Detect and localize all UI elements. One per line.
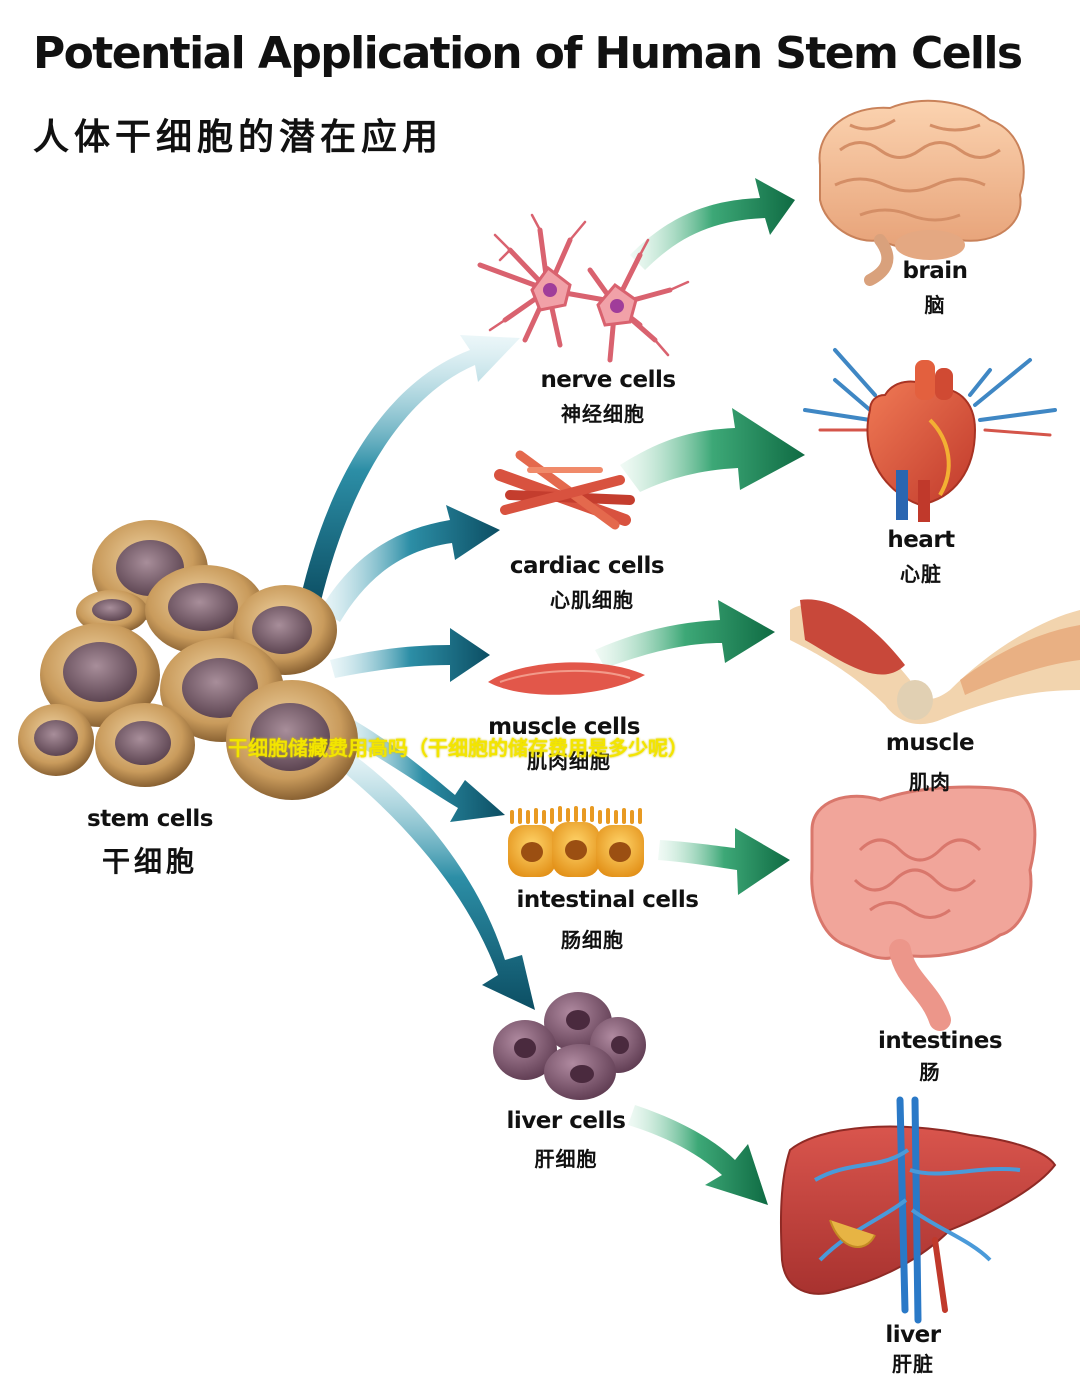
- heart-label: heart: [887, 527, 955, 553]
- nerve-cells-label: nerve cells: [540, 367, 676, 393]
- arrow-liver-to-liver: [628, 1105, 768, 1205]
- brain-label-zh: 脑: [924, 293, 946, 317]
- page-subtitle-chinese: 人体干细胞的潜在应用: [33, 117, 444, 158]
- heart-illustration: [803, 348, 1057, 522]
- stem-cells-label-zh: 干细胞: [101, 845, 198, 878]
- overlay-caption: 干细胞储藏费用高吗（干细胞的储存费用是多少呢）: [228, 736, 688, 760]
- liver-cells-label: liver cells: [506, 1108, 626, 1134]
- arrow-stem-to-cardiac: [320, 505, 500, 622]
- liver-cells-illustration: [493, 992, 646, 1100]
- intestinal-cells-illustration: [508, 806, 644, 877]
- muscle-label: muscle: [885, 730, 975, 756]
- muscle-cells-label-zh: 肌肉细胞: [527, 749, 611, 773]
- liver-cells-label-zh: 肝细胞: [534, 1147, 598, 1171]
- muscle-illustration: [790, 599, 1080, 725]
- arrow-nerve-to-brain: [630, 178, 795, 270]
- cardiac-cells-label-zh: 心肌细胞: [550, 588, 634, 612]
- stem-cells-label: stem cells: [87, 806, 213, 832]
- arrow-stem-to-intestinal: [340, 715, 505, 822]
- cardiac-cells-illustration: [494, 450, 635, 530]
- stem-cells-illustration: [18, 520, 358, 800]
- arrow-intestinal-to-intestines: [658, 828, 790, 895]
- intestinal-cells-label: intestinal cells: [516, 887, 699, 913]
- brain-illustration: [818, 99, 1025, 286]
- arrow-muscle-to-muscle: [595, 600, 775, 668]
- nerve-cells-label-zh: 神经细胞: [561, 402, 645, 426]
- intestines-label-zh: 肠: [919, 1060, 941, 1084]
- liver-label-zh: 肝脏: [892, 1352, 934, 1376]
- brain-label: brain: [902, 258, 968, 284]
- cardiac-cells-label: cardiac cells: [509, 553, 665, 579]
- liver-label: liver: [885, 1322, 941, 1348]
- liver-illustration: [779, 1096, 1057, 1324]
- arrow-stem-to-liver: [335, 745, 535, 1010]
- muscle-label-zh: 肌肉: [909, 770, 951, 794]
- intestines-illustration: [810, 785, 1037, 1031]
- arrow-stem-to-nerve: [300, 335, 520, 605]
- intestinal-cells-label-zh: 肠细胞: [561, 928, 624, 952]
- muscle-cell-illustration: [488, 662, 645, 695]
- nerve-cells-illustration: [477, 213, 690, 363]
- muscle-cells-label: muscle cells: [488, 714, 640, 740]
- intestines-label: intestines: [877, 1028, 1003, 1054]
- arrow-stem-to-muscle: [330, 628, 490, 682]
- heart-label-zh: 心脏: [900, 562, 942, 586]
- arrow-cardiac-to-heart: [620, 408, 805, 492]
- page-title: Potential Application of Human Stem Cell…: [33, 28, 1023, 79]
